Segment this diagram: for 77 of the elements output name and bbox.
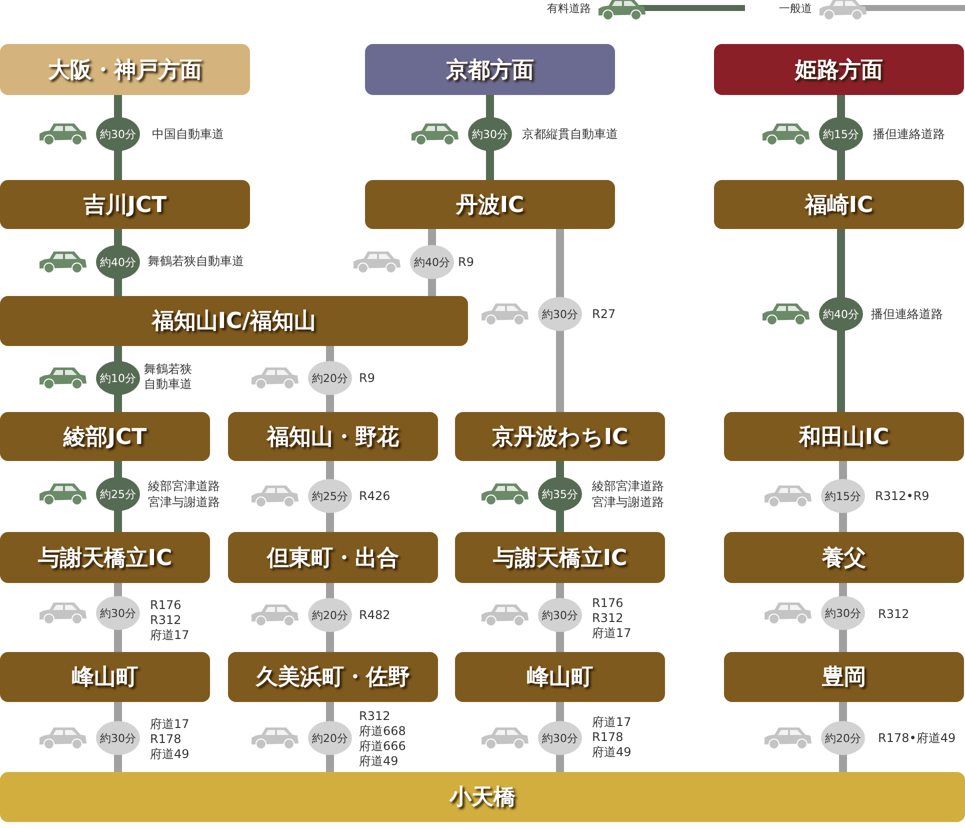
place-box: 福知山IC/福知山 xyxy=(0,296,468,346)
place-box: 福崎IC xyxy=(714,180,964,229)
place-box: 但東町・出合 xyxy=(228,532,438,583)
route-name: 府道49 xyxy=(150,747,190,762)
edge-label: 約15分 xyxy=(819,117,863,151)
edge-label: 約30分 xyxy=(96,596,140,630)
place-box: 与謝天橋立IC xyxy=(455,532,665,583)
place-box: 丹波IC xyxy=(365,180,615,229)
edge-label: 約15分 xyxy=(821,479,865,513)
edge-label: 約25分 xyxy=(308,479,352,513)
route-name: R312 xyxy=(359,709,390,724)
edge-label: 約40分 xyxy=(819,297,863,331)
place-box: 与謝天橋立IC xyxy=(0,532,210,583)
edge-label: 約30分 xyxy=(821,596,865,630)
route-name: R482 xyxy=(359,608,390,623)
edge-label: 約30分 xyxy=(468,117,512,151)
route-name: R27 xyxy=(592,307,616,322)
place-box: 綾部JCT xyxy=(0,412,210,461)
route-name: R178 xyxy=(150,732,182,747)
route-name: 府道17 xyxy=(592,715,632,730)
route-name: 府道17 xyxy=(150,628,190,643)
edge-label: 約30分 xyxy=(538,297,582,331)
route-name: R178•府道49 xyxy=(878,731,956,746)
route-name: 舞鶴若狭自動車道 xyxy=(144,362,193,392)
route-name: 綾部宮津道路 xyxy=(148,479,220,494)
edge-label: 約20分 xyxy=(308,598,352,632)
route-name: 府道17 xyxy=(592,626,632,641)
edge-label: 約20分 xyxy=(308,721,352,755)
place-box: 京都方面 xyxy=(365,44,615,95)
route-name: R312•R9 xyxy=(875,489,930,504)
edge-label: 約40分 xyxy=(96,245,140,279)
place-box: 吉川JCT xyxy=(0,180,250,229)
route-name: 宮津与謝道路 xyxy=(592,495,664,510)
place-box: 峰山町 xyxy=(0,652,210,702)
route-name: 播但連絡道路 xyxy=(871,307,943,322)
route-name: R426 xyxy=(359,489,390,504)
route-name: R176 xyxy=(150,598,182,613)
place-box: 峰山町 xyxy=(455,652,665,702)
route-name: R312 xyxy=(878,607,910,622)
route-name: R9 xyxy=(458,255,474,270)
edge-label: 約20分 xyxy=(308,361,352,395)
place-box: 養父 xyxy=(724,532,964,583)
route-name: 中国自動車道 xyxy=(152,127,224,142)
route-name: 府道49 xyxy=(359,754,398,769)
edge-label: 約10分 xyxy=(96,361,140,395)
route-name: R178 xyxy=(592,730,624,745)
edge-label: 約30分 xyxy=(538,721,582,755)
route-name: R312 xyxy=(150,613,182,628)
route-name: R176 xyxy=(592,596,624,611)
route-name: 府道666 xyxy=(359,739,406,754)
edge-label: 約40分 xyxy=(410,245,454,279)
route-name: 京都縦貫自動車道 xyxy=(522,127,618,142)
place-box: 京丹波わちIC xyxy=(455,412,665,461)
place-box: 姫路方面 xyxy=(714,44,964,95)
route-name: 綾部宮津道路 xyxy=(592,479,664,494)
edge-label: 約25分 xyxy=(96,477,140,511)
place-box: 小天橋 xyxy=(0,772,965,822)
edge-label: 約30分 xyxy=(96,721,140,755)
route-name: R312 xyxy=(592,611,624,626)
place-box: 和田山IC xyxy=(724,412,964,461)
route-name: 府道49 xyxy=(592,745,632,760)
route-name: 播但連絡道路 xyxy=(873,127,945,142)
route-name: R9 xyxy=(359,371,375,386)
place-box: 久美浜町・佐野 xyxy=(228,652,438,702)
legend-label: 有料道路 xyxy=(546,1,591,16)
legend-label: 一般道 xyxy=(778,1,812,16)
edge-label: 約30分 xyxy=(538,598,582,632)
edge-label: 約30分 xyxy=(96,117,140,151)
route-name: 府道17 xyxy=(150,717,190,732)
place-box: 大阪・神戸方面 xyxy=(0,44,250,95)
place-box: 豊岡 xyxy=(724,652,964,702)
place-box: 福知山・野花 xyxy=(228,412,438,461)
route-name: 府道668 xyxy=(359,724,406,739)
edge-label: 約20分 xyxy=(821,721,865,755)
route-name: 舞鶴若狭自動車道 xyxy=(148,254,244,269)
route-name: 宮津与謝道路 xyxy=(148,495,220,510)
edge-label: 約35分 xyxy=(538,477,582,511)
